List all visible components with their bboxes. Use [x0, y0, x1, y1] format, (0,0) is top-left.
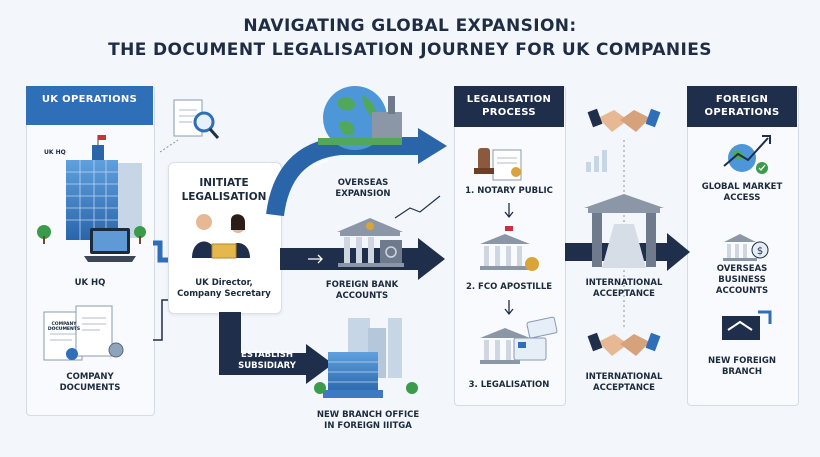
international-acceptance-1: INTERNATIONAL ACCEPTANCE	[585, 278, 663, 299]
establish-subsidiary-label: ESTABLISH SUBSIDIARY	[238, 350, 296, 371]
title-line-2: THE DOCUMENT LEGALISATION JOURNEY FOR UK…	[108, 40, 712, 60]
hq-small-label: UK HQ	[44, 149, 66, 156]
uk-operations-header: UK OPERATIONS	[26, 86, 153, 125]
step-1-label: 1. NOTARY PUBLIC	[465, 186, 553, 196]
svg-text:$: $	[757, 246, 763, 257]
people-icon	[192, 214, 250, 259]
city-icon	[314, 318, 418, 398]
foreign-operations-header: FOREIGN OPERATIONS	[687, 86, 797, 127]
apostille-building-icon	[480, 226, 539, 271]
certificate-text: COMPANY DOCUMENTS	[47, 322, 81, 332]
overseas-expansion-label: OVERSEAS EXPANSION	[335, 178, 391, 199]
new-foreign-branch-label: NEW FOREIGN BRANCH	[708, 356, 776, 377]
magnifier-document-icon	[173, 99, 220, 139]
laptop-icon	[84, 228, 136, 262]
initiate-legalisation-title: INITIATE LEGALISATION	[181, 177, 267, 203]
gate-icon	[584, 194, 664, 268]
legalisation-building-icon	[480, 316, 558, 364]
growth-chart-icon	[394, 150, 607, 219]
certificate-icon	[43, 305, 124, 361]
overseas-arrow	[266, 128, 447, 217]
subsidiary-arrow	[219, 312, 333, 384]
bank-arrow	[280, 238, 445, 280]
hq-building-icon	[37, 135, 146, 244]
bank-icon	[337, 218, 404, 267]
foreign-bank-accounts-label: FOREIGN BANK ACCOUNTS	[325, 280, 399, 301]
overseas-business-accounts-label: OVERSEAS BUSINESS ACCOUNTS	[715, 264, 769, 296]
globe-factory-icon	[318, 86, 402, 150]
new-branch-office-label: NEW BRANCH OFFICE IN FOREIGN IIITGA	[316, 410, 420, 431]
handshake-icon	[587, 108, 661, 132]
people-label: UK Director, Company Secretary	[177, 278, 271, 299]
company-documents-label: COMPANY DOCUMENTS	[59, 372, 121, 393]
international-acceptance-2: INTERNATIONAL ACCEPTANCE	[585, 372, 663, 393]
step-2-label: 2. FCO APOSTILLE	[465, 282, 553, 292]
title-line-1: NAVIGATING GLOBAL EXPANSION:	[243, 16, 577, 36]
money-bank-icon: $	[723, 234, 769, 261]
notary-stamp-icon	[474, 148, 522, 181]
legalisation-process-header: LEGALISATION PROCESS	[454, 86, 564, 127]
step-3-label: 3. LEGALISATION	[468, 380, 550, 390]
hq-label: UK HQ	[74, 278, 106, 288]
globe-growth-icon	[723, 135, 771, 174]
global-market-access-label: GLOBAL MARKET ACCESS	[701, 182, 783, 203]
handshake-icon-2	[587, 332, 661, 356]
branch-handshake-icon	[722, 310, 772, 340]
